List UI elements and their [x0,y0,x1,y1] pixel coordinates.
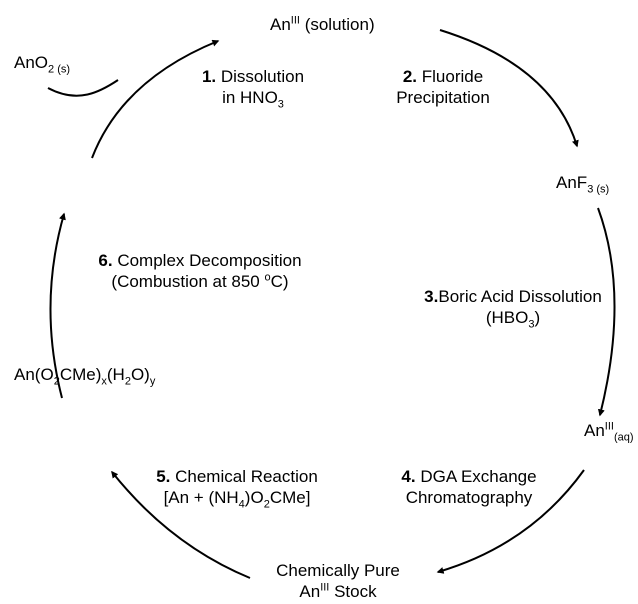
step-1-label: 1. Dissolution in HNO3 [201,67,305,111]
step-6-label: 6. Complex Decomposition (Combustion at … [98,251,302,291]
arrow-step-5 [111,470,251,579]
step-5-label: 5. Chemical Reaction [An + (NH4)O2CMe] [156,467,318,511]
step-3-label: 3.Boric Acid Dissolution (HBO3) [424,287,602,331]
step-4-label: 4. DGA Exchange Chromatography [401,467,537,507]
species-acetate-complex: An(O2CMe)x(H2O)y [14,365,156,388]
species-ano2: AnO2 (s) [14,53,71,76]
step-2-label: 2. Fluoride Precipitation [396,67,490,107]
species-an-aq: AnIII(aq) [584,420,634,444]
arrow-step-3 [597,207,616,417]
arrow-step-1 [91,39,220,159]
species-anf3: AnF3 (s) [556,173,610,196]
species-an-solution: AnIII (solution) [270,14,375,34]
arrow-step-6 [49,212,66,399]
arrow-step-4 [436,469,585,574]
species-pure-stock: Chemically Pure AnIII Stock [276,561,400,601]
ano2-feed-curve [47,79,119,97]
arrow-step-2 [439,29,579,148]
